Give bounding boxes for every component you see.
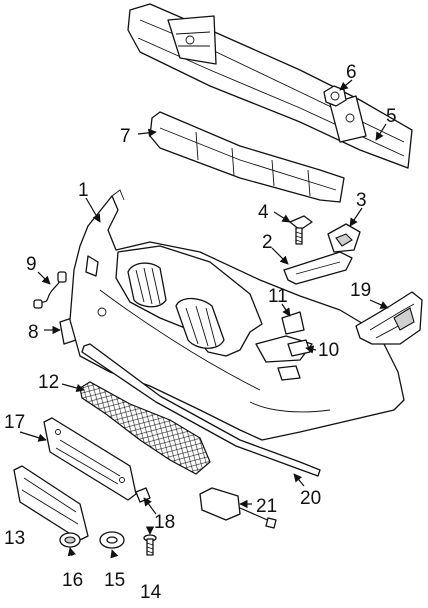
callout-8: 8 [28,322,39,343]
washer-part [99,531,125,549]
callout-16: 16 [62,570,83,591]
energy-absorber-part [149,111,345,203]
callout-13: 13 [4,528,25,549]
callout-20: 20 [300,488,321,509]
clip-part [327,223,361,253]
bumper-reinforcement-part [127,3,413,169]
bracket-part [283,251,353,285]
callout-2: 2 [262,232,273,253]
callout-1: 1 [78,180,89,201]
fog-lamp-trim-part [355,291,423,345]
callout-9: 9 [26,254,37,275]
callout-10: 10 [318,340,339,361]
callout-14: 14 [140,582,162,603]
callout-12: 12 [38,372,59,393]
small-bracket-part [281,311,305,335]
wire-part [33,271,67,309]
lower-grille-part [79,381,211,475]
callout-3: 3 [356,190,367,211]
callout-7: 7 [120,126,131,147]
plate-bracket-part [43,417,137,501]
callout-labels: 1 2 3 4 5 6 7 8 9 10 11 12 13 14 15 16 1… [4,62,397,603]
plate-holder-part [13,465,89,541]
callout-21: 21 [256,496,277,517]
sensor-part [199,487,277,529]
screw-part [143,534,157,556]
grommet-part [59,532,81,548]
callout-11: 11 [268,286,288,307]
callout-19: 19 [350,280,371,301]
callout-18: 18 [154,512,175,533]
callout-6: 6 [346,62,357,83]
callout-15: 15 [104,570,125,591]
callout-17: 17 [4,412,25,433]
spoiler-strip-part [81,343,321,477]
nut-part [323,85,347,107]
bumper-cover-part [69,189,405,441]
leader-lines [19,79,389,559]
callout-4: 4 [258,202,269,223]
bolt-part [289,215,313,245]
callout-5: 5 [386,106,397,127]
fastener-part [135,487,151,503]
